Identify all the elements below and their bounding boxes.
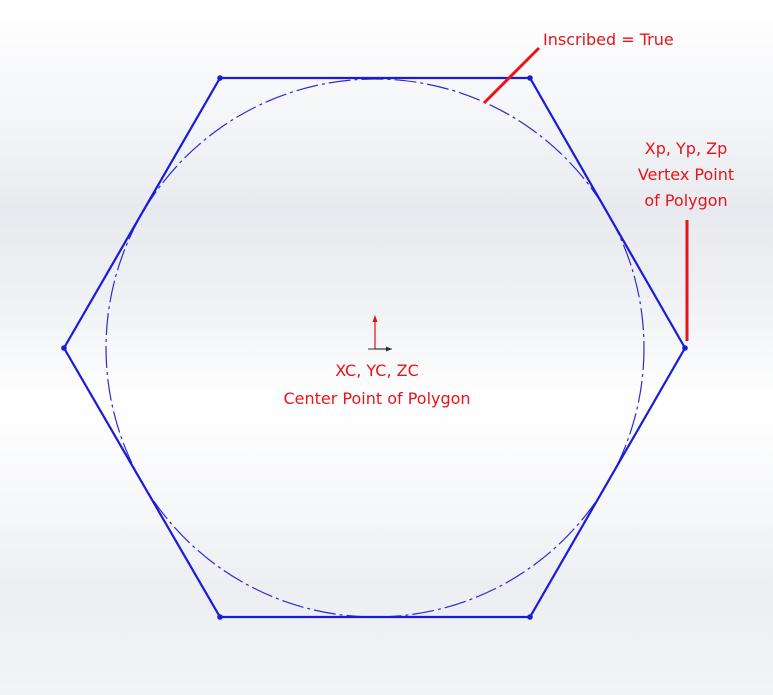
center-annotation: XC, YC, ZC Center Point of Polygon — [262, 357, 492, 413]
vertex-annotation-line1: Xp, Yp, Zp — [644, 139, 728, 158]
vertex-point-top-left — [217, 75, 223, 81]
inscribed-leader-line — [482, 46, 541, 105]
vertex-annotation: Xp, Yp, Zp Vertex Point of Polygon — [634, 136, 738, 214]
vertex-point-bottom-left — [217, 614, 223, 620]
vertex-point-top-right — [527, 75, 533, 81]
vertex-points — [61, 75, 688, 620]
vertex-point-right — [682, 345, 688, 351]
origin-axes-icon — [368, 315, 392, 352]
vertex-point-bottom-right — [527, 614, 533, 620]
center-annotation-line2: Center Point of Polygon — [283, 389, 471, 408]
vertex-annotation-line3: of Polygon — [644, 191, 728, 210]
inscribed-annotation: Inscribed = True — [543, 30, 674, 49]
center-annotation-line1: XC, YC, ZC — [335, 361, 419, 380]
vertex-annotation-line2: Vertex Point — [637, 165, 735, 184]
vertex-point-left — [61, 345, 67, 351]
